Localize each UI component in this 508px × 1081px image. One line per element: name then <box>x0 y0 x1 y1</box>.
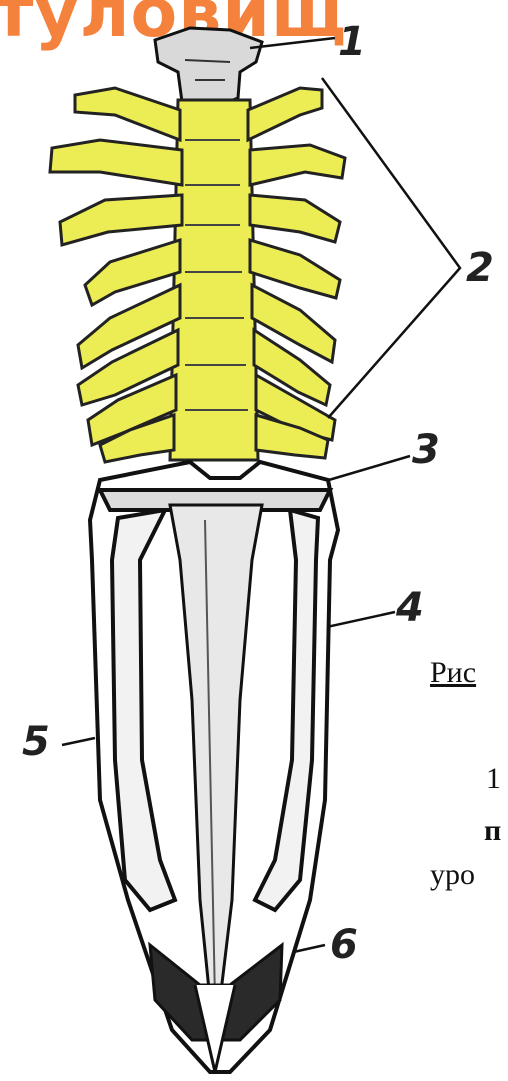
figure-caption: Рис <box>430 658 476 688</box>
side-text-line-1: 1 <box>486 764 501 794</box>
label-5: 5 <box>22 722 50 762</box>
label-3: 3 <box>412 430 440 470</box>
label-6: 6 <box>330 925 358 965</box>
side-text-line-2: п <box>484 816 501 846</box>
top-vertebra <box>155 28 262 108</box>
label-2: 2 <box>466 248 494 288</box>
vertebral-column <box>50 88 345 462</box>
label-4: 4 <box>396 588 424 628</box>
label-1: 1 <box>338 22 366 62</box>
side-text-line-3: уро <box>430 860 475 890</box>
pointer-5 <box>62 738 95 745</box>
bracket-2 <box>322 78 460 418</box>
pointer-3 <box>322 456 410 482</box>
